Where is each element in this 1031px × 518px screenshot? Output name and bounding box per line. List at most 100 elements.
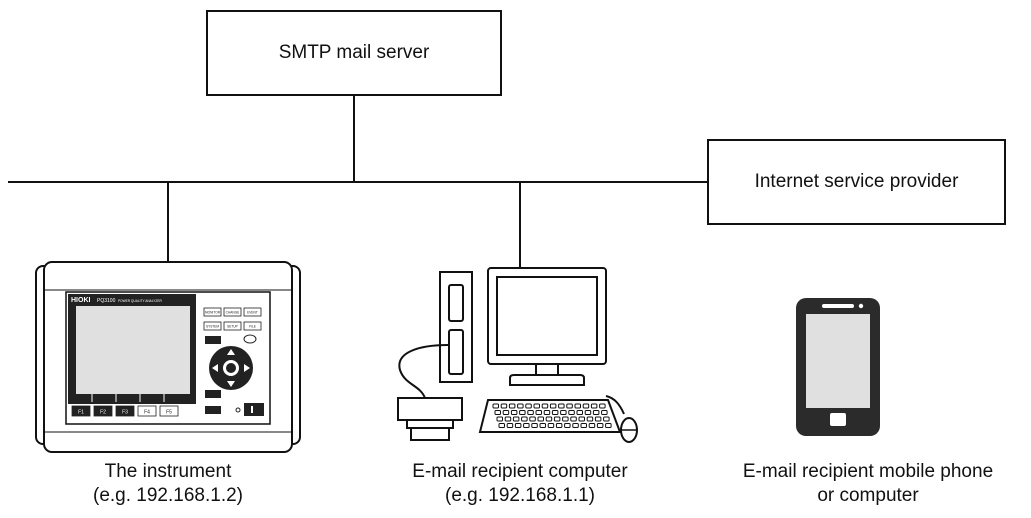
function-key: [115, 405, 135, 417]
instrument-caption-line1: The instrument: [104, 461, 232, 482]
function-key: [137, 405, 157, 417]
keyboard-key: [562, 416, 569, 422]
keyboard-key: [572, 423, 579, 428]
panel-key-label: EVENT: [247, 311, 258, 315]
function-key-label: F1: [78, 410, 84, 416]
keyboard-key: [555, 423, 563, 428]
keyboard-key: [596, 423, 604, 428]
instrument-brand: HIOKI: [71, 297, 91, 304]
keyboard-key: [543, 410, 551, 415]
function-key-label: F4: [144, 410, 150, 416]
keyboard-key: [502, 410, 510, 415]
keyboard-key: [492, 403, 499, 409]
keyboard-key: [519, 410, 526, 415]
keyboard-key: [584, 410, 592, 415]
instrument-model: PQ3100: [97, 298, 116, 304]
mobile-caption: E-mail recipient mobile phone or compute…: [712, 460, 1024, 508]
panel-key: [223, 307, 242, 317]
keyboard-key: [564, 423, 571, 428]
keyboard-key: [588, 423, 596, 428]
keyboard-key: [580, 423, 587, 428]
keyboard-key: [590, 403, 598, 409]
keyboard-key: [514, 423, 522, 428]
keyboard-key: [527, 410, 534, 415]
keyboard-key: [566, 403, 573, 409]
keyboard-key: [603, 416, 610, 422]
keyboard-key: [512, 416, 520, 422]
isp-box: [707, 139, 1006, 225]
computer-caption-line1: E-mail recipient computer: [412, 461, 628, 482]
instrument-screen: [76, 306, 190, 394]
keyboard-key: [537, 416, 544, 422]
keyboard-key: [531, 423, 538, 428]
keyboard-key: [506, 423, 514, 428]
keyboard-key: [500, 403, 508, 409]
panel-key: [203, 307, 222, 317]
keyboard-key: [568, 410, 575, 415]
smtp-server-box: [206, 10, 502, 96]
panel-key: [243, 307, 262, 317]
keyboard-key: [517, 403, 524, 409]
keyboard-key: [549, 403, 557, 409]
instrument-caption-line2: (e.g. 192.168.1.2): [93, 485, 243, 506]
keyboard-key: [541, 403, 549, 409]
keyboard-key: [498, 423, 505, 428]
smartphone-icon: [796, 298, 880, 436]
function-key-label: F3: [122, 410, 128, 416]
keyboard-key: [558, 403, 565, 409]
smtp-server-label: SMTP mail server: [278, 42, 430, 63]
keyboard-key: [525, 403, 532, 409]
function-key-label: F2: [100, 410, 106, 416]
panel-key-label: MONITOR: [205, 311, 221, 315]
mobile-caption-line2: or computer: [817, 485, 919, 506]
panel-key-label: FILE: [249, 325, 256, 329]
computer-caption: E-mail recipient computer (e.g. 192.168.…: [400, 460, 640, 508]
keyboard-key: [547, 423, 555, 428]
keyboard-key: [496, 416, 503, 422]
panel-key-label: SETUP: [227, 325, 238, 329]
keyboard-key: [551, 410, 559, 415]
smartphone-screen: [806, 314, 870, 408]
instrument-icon: HIOKI PQ3100 POWER QUALITY ANALYZER F1 F2…: [35, 261, 301, 453]
keyboard-key: [576, 410, 583, 415]
panel-key-label: CHANGE: [226, 311, 240, 315]
instrument-model-desc: POWER QUALITY ANALYZER: [118, 299, 163, 303]
keyboard-key: [510, 410, 518, 415]
keyboard-key: [523, 423, 530, 428]
computer-caption-line2: (e.g. 192.168.1.1): [445, 485, 595, 506]
keyboard-key: [494, 410, 501, 415]
keyboard-key: [605, 423, 612, 428]
panel-key: [243, 321, 262, 331]
function-key: [71, 405, 91, 417]
panel-key: [203, 321, 222, 331]
keyboard-key: [560, 410, 567, 415]
panel-key-label: SYSTEM: [206, 325, 219, 329]
keyboard-key: [539, 423, 546, 428]
panel-key: [223, 321, 242, 331]
keyboard-key: [529, 416, 536, 422]
keyboard-key: [533, 403, 540, 409]
keyboard-key: [592, 410, 600, 415]
keyboard-key: [599, 403, 606, 409]
mobile-caption-line1: E-mail recipient mobile phone: [742, 461, 994, 482]
keyboard-key: [594, 416, 602, 422]
keyboard-key: [535, 410, 542, 415]
keyboard-key: [521, 416, 528, 422]
keyboard-key: [545, 416, 553, 422]
computer-icon: [397, 267, 638, 443]
function-key: [159, 405, 179, 417]
keyboard-key: [601, 410, 608, 415]
keyboard-key: [586, 416, 594, 422]
isp-label: Internet service provider: [754, 171, 959, 192]
keyboard-key: [553, 416, 561, 422]
function-key: [93, 405, 113, 417]
instrument-caption: The instrument (e.g. 192.168.1.2): [68, 460, 268, 508]
keyboard-key: [508, 403, 516, 409]
keyboard-key: [570, 416, 577, 422]
keyboard-key: [582, 403, 590, 409]
keyboard-key: [574, 403, 581, 409]
keyboard-key: [578, 416, 585, 422]
keyboard-key: [504, 416, 512, 422]
function-key-label: F5: [166, 410, 172, 416]
